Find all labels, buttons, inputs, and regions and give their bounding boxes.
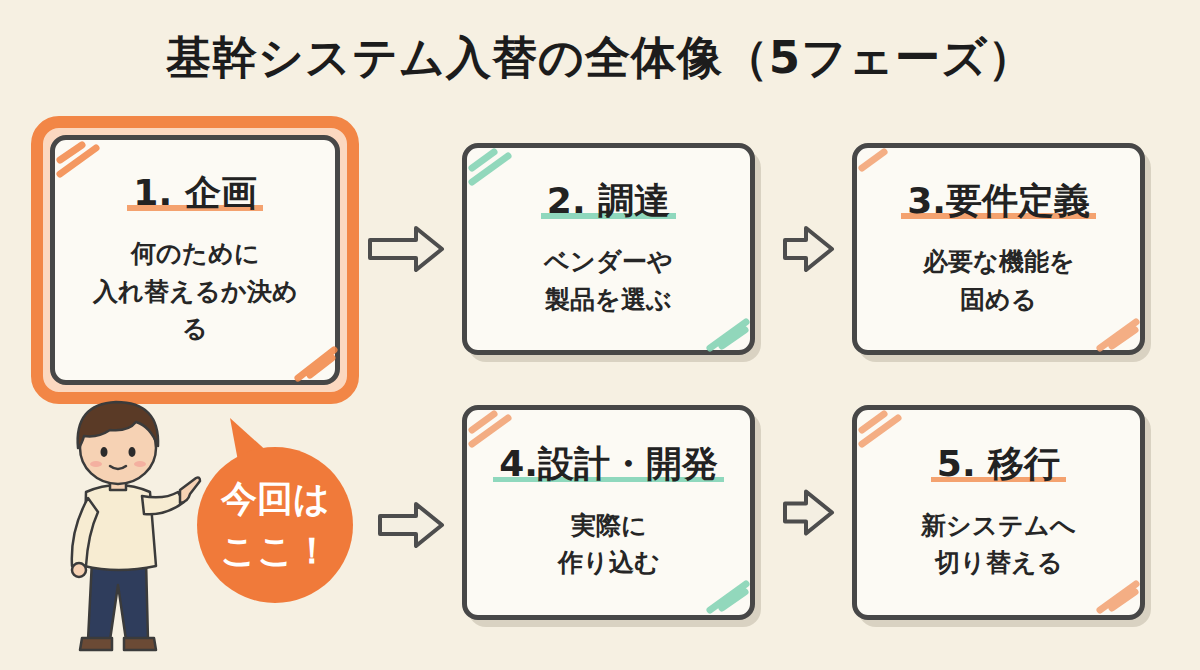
phase-description: ベンダーや 製品を選ぶ	[509, 243, 709, 318]
phase-description: 新システムへ 切り替える	[899, 507, 1099, 582]
phase-box: 2. 調達ベンダーや 製品を選ぶ	[462, 143, 755, 355]
phase-heading: 1. 企画	[127, 172, 262, 213]
character-illustration	[72, 402, 200, 650]
phase-description: 実際に 作り込む	[549, 507, 669, 582]
block-arrow	[380, 504, 442, 546]
phase-box: 4.設計・開発実際に 作り込む	[462, 405, 755, 620]
phase-description: 必要な機能を 固める	[899, 243, 1099, 318]
phase-box: 3.要件定義必要な機能を 固める	[852, 143, 1145, 355]
highlight-glow	[37, 122, 353, 398]
phase-heading: 3.要件定義	[901, 180, 1096, 221]
phase-box: 1. 企画何のために 入れ替えるか決め る	[50, 135, 340, 385]
phase-heading: 2. 調達	[541, 180, 676, 221]
block-arrow	[785, 492, 832, 534]
diagram-title: 基幹システム入替の全体像（5フェーズ）	[0, 28, 1200, 88]
phase-heading: 4.設計・開発	[493, 443, 724, 484]
bubble-body	[197, 447, 353, 603]
phase-description: 今回は ここ！	[210, 473, 340, 577]
block-arrow	[370, 228, 442, 270]
phase-description: 何のために 入れ替えるか決め る	[80, 235, 310, 348]
block-arrow	[785, 228, 832, 270]
phase-box: 5. 移行新システムへ 切り替える	[852, 405, 1145, 620]
phase-heading: 5. 移行	[931, 443, 1066, 484]
speech-bubble: 今回は ここ！	[200, 450, 350, 600]
corner-accent	[60, 145, 1136, 610]
bubble-shape	[200, 450, 350, 600]
